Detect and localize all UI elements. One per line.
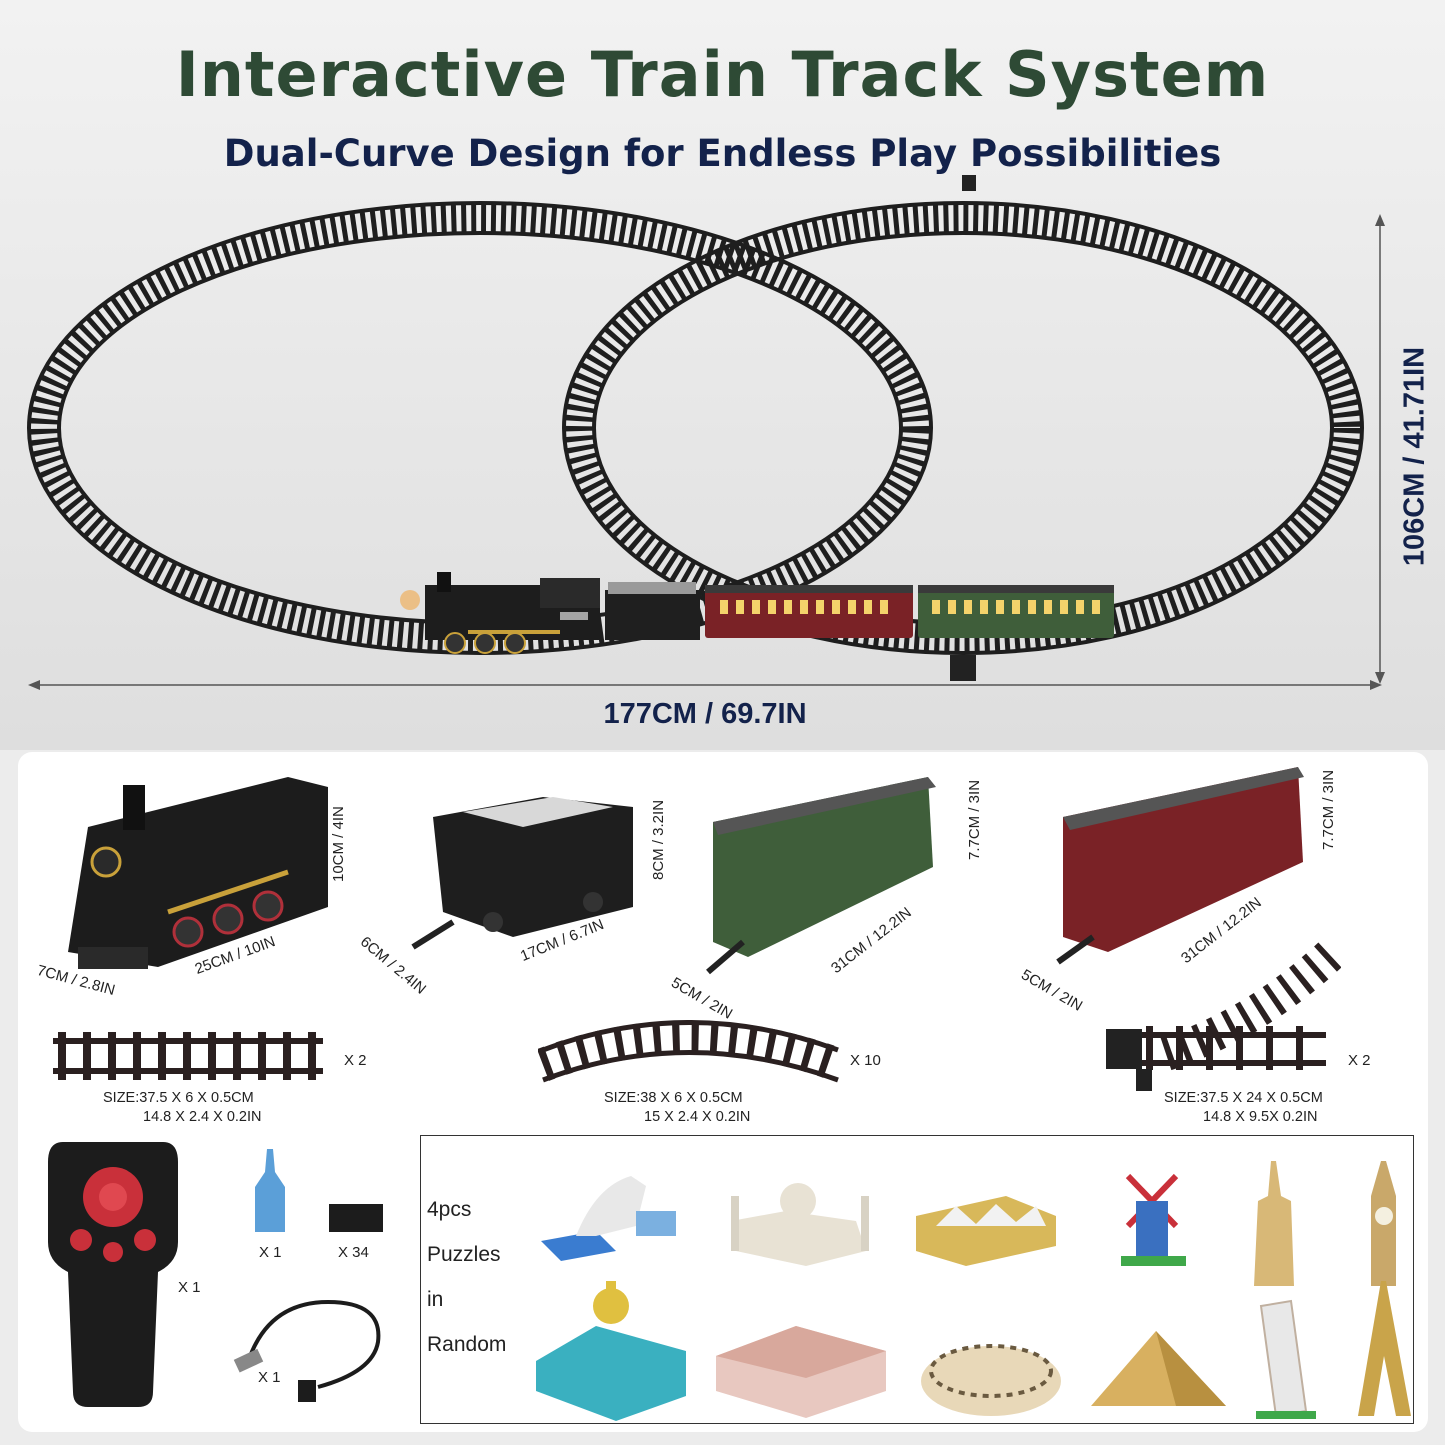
- remote-qty: X 1: [178, 1279, 201, 1296]
- green-car-image: [706, 777, 936, 975]
- straight-track-image: [53, 1032, 323, 1080]
- height-arrow: [1375, 214, 1385, 684]
- width-arrow: [28, 680, 1382, 690]
- green-car-width-label: 5CM / 2IN: [668, 974, 736, 1023]
- coal-car-height-label: 8CM / 3.2IN: [650, 799, 667, 880]
- puzzles-text-3: in: [427, 1288, 444, 1311]
- straight-track-size-cm: SIZE:37.5 X 6 X 0.5CM: [103, 1090, 254, 1106]
- switch-track-size-in: 14.8 X 9.5X 0.2IN: [1203, 1109, 1318, 1125]
- state-building-puzzle: [536, 1281, 686, 1421]
- puzzles-text-4: Random: [427, 1333, 507, 1356]
- page-title: Interactive Train Track System: [175, 38, 1270, 111]
- bottle-qty: X 1: [259, 1244, 282, 1261]
- page-subtitle: Dual-Curve Design for Endless Play Possi…: [223, 132, 1222, 175]
- remote-control-image: [48, 1142, 178, 1407]
- puzzles-text-2: Puzzles: [427, 1243, 501, 1266]
- big-ben-puzzle: [1371, 1161, 1396, 1286]
- palace-puzzle: [916, 1196, 1056, 1266]
- contents-panel: 10CM / 4IN 25CM / 10IN 7CM / 2.8IN 8CM /…: [18, 752, 1428, 1432]
- usb-cable-image: [233, 1299, 381, 1402]
- straight-track-qty: X 2: [344, 1052, 367, 1069]
- layout-height-label: 106CM / 41.71IN: [1398, 346, 1431, 567]
- leaning-tower-puzzle: [1256, 1299, 1316, 1419]
- red-car-image: [1056, 767, 1304, 965]
- train-illustration: [400, 572, 1114, 654]
- green-car-height-label: 7.7CM / 3IN: [966, 779, 983, 860]
- eiffel-tower-puzzle: [1358, 1281, 1411, 1416]
- cable-qty: X 1: [258, 1369, 281, 1386]
- windmill-puzzle: [1121, 1173, 1186, 1266]
- locomotive-image: [68, 777, 328, 969]
- empire-state-puzzle: [1254, 1161, 1294, 1286]
- coal-car-image: [411, 797, 633, 950]
- smoke-oil-bottle-image: [255, 1149, 285, 1232]
- merlion-puzzle: [541, 1176, 676, 1261]
- switch-track-qty: X 2: [1348, 1052, 1371, 1069]
- switch-track-image: [1106, 941, 1341, 1091]
- puzzles-box: 4pcs Puzzles in Random: [420, 1135, 1414, 1424]
- layout-width-label: 177CM / 69.7IN: [603, 698, 807, 730]
- hero-section: Interactive Train Track System Dual-Curv…: [0, 0, 1445, 750]
- curved-track-qty: X 10: [850, 1052, 881, 1069]
- straight-track-size-in: 14.8 X 2.4 X 0.2IN: [143, 1109, 262, 1125]
- red-car-width-label: 5CM / 2IN: [1018, 966, 1086, 1015]
- colosseum-puzzle: [921, 1344, 1061, 1416]
- pyramid-puzzle: [1091, 1331, 1226, 1406]
- curved-track-image: [538, 1020, 843, 1083]
- parthenon-puzzle: [716, 1326, 886, 1418]
- puzzle-landmarks-image: [536, 1161, 1411, 1421]
- locomotive-height-label: 10CM / 4IN: [330, 806, 347, 882]
- taj-mahal-puzzle: [731, 1183, 869, 1266]
- curved-track-size-in: 15 X 2.4 X 0.2IN: [644, 1109, 751, 1125]
- track-pads-image: [329, 1204, 383, 1232]
- switch-track-size-cm: SIZE:37.5 X 24 X 0.5CM: [1164, 1090, 1323, 1106]
- track-layout-illustration: [27, 175, 1385, 690]
- red-car-height-label: 7.7CM / 3IN: [1320, 769, 1337, 850]
- puzzles-text-1: 4pcs: [427, 1198, 472, 1221]
- curved-track-size-cm: SIZE:38 X 6 X 0.5CM: [604, 1090, 743, 1106]
- pads-qty: X 34: [338, 1244, 369, 1261]
